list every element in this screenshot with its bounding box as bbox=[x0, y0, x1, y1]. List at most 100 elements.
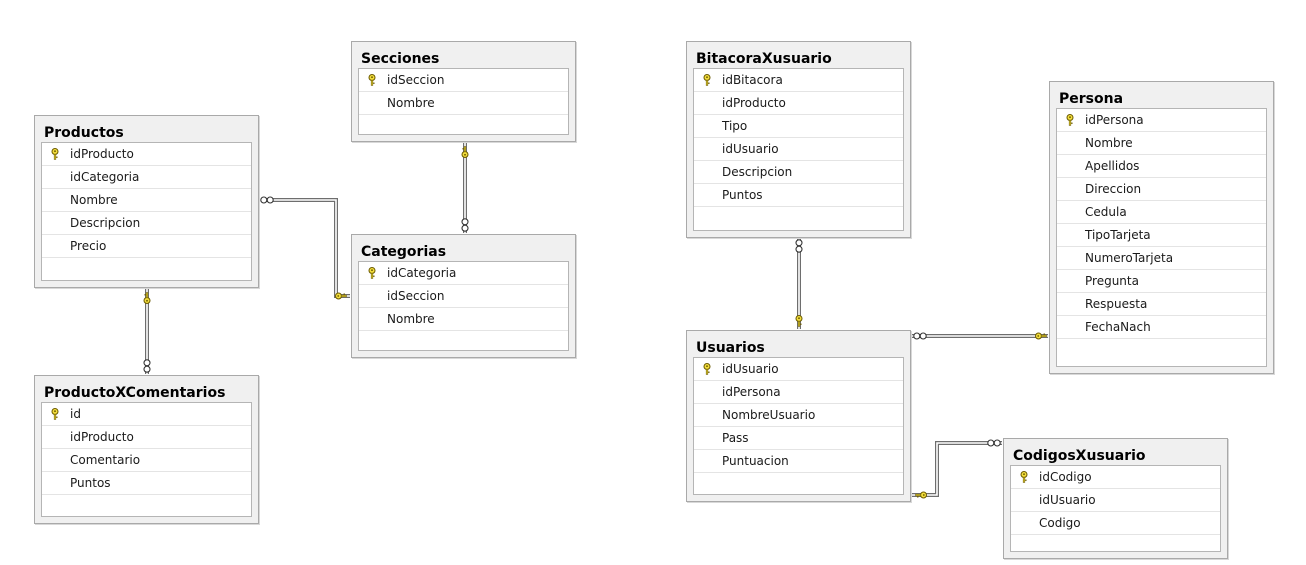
column-name: Pass bbox=[722, 431, 749, 445]
column-name: Codigo bbox=[1039, 516, 1081, 530]
column-name: idSeccion bbox=[387, 73, 445, 87]
column-list: idPersona Nombre Apellidos Direccion Ced… bbox=[1056, 108, 1267, 367]
column-row[interactable]: idSeccion bbox=[359, 285, 568, 308]
column-name: Puntuacion bbox=[722, 454, 789, 468]
column-name: Direccion bbox=[1085, 182, 1142, 196]
table-codigosxusuario[interactable]: CodigosXusuario idCodigo idUsuario Codig… bbox=[1003, 438, 1228, 559]
key-icon bbox=[915, 491, 927, 499]
column-list: idUsuario idPersona NombreUsuario Pass P… bbox=[693, 357, 904, 495]
column-name: idProducto bbox=[722, 96, 786, 110]
column-row[interactable]: idProducto bbox=[42, 143, 251, 166]
column-list: idCategoria idSeccion Nombre bbox=[358, 261, 569, 351]
infinity-icon bbox=[461, 218, 469, 232]
column-name: Puntos bbox=[70, 476, 111, 490]
column-row[interactable]: id bbox=[42, 403, 251, 426]
infinity-icon bbox=[795, 239, 803, 253]
column-row[interactable]: idCategoria bbox=[42, 166, 251, 189]
column-name: id bbox=[70, 407, 81, 421]
column-name: idPersona bbox=[1085, 113, 1144, 127]
column-row[interactable]: Cedula bbox=[1057, 201, 1266, 224]
column-row[interactable]: Nombre bbox=[1057, 132, 1266, 155]
column-row[interactable]: Descripcion bbox=[42, 212, 251, 235]
column-row[interactable]: idBitacora bbox=[694, 69, 903, 92]
column-row[interactable]: idSeccion bbox=[359, 69, 568, 92]
column-row[interactable]: Nombre bbox=[359, 92, 568, 115]
column-name: idUsuario bbox=[722, 362, 779, 376]
column-row[interactable]: NombreUsuario bbox=[694, 404, 903, 427]
table-usuarios[interactable]: Usuarios idUsuario idPersona NombreUsuar… bbox=[686, 330, 911, 502]
column-name: Respuesta bbox=[1085, 297, 1148, 311]
column-row[interactable]: TipoTarjeta bbox=[1057, 224, 1266, 247]
column-row[interactable]: idCodigo bbox=[1011, 466, 1220, 489]
infinity-icon bbox=[143, 359, 151, 373]
column-list: id idProducto Comentario Puntos bbox=[41, 402, 252, 517]
column-row[interactable]: idUsuario bbox=[694, 138, 903, 161]
column-name: idProducto bbox=[70, 430, 134, 444]
table-title: Productos bbox=[44, 125, 124, 141]
column-row[interactable]: Apellidos bbox=[1057, 155, 1266, 178]
column-name: idBitacora bbox=[722, 73, 783, 87]
column-name: Nombre bbox=[387, 96, 435, 110]
column-name: TipoTarjeta bbox=[1085, 228, 1151, 242]
column-row[interactable]: Direccion bbox=[1057, 178, 1266, 201]
column-row[interactable]: Tipo bbox=[694, 115, 903, 138]
column-row[interactable]: idUsuario bbox=[694, 358, 903, 381]
column-name: idCodigo bbox=[1039, 470, 1092, 484]
column-row[interactable]: Precio bbox=[42, 235, 251, 258]
table-persona[interactable]: Persona idPersona Nombre Apellidos Direc… bbox=[1049, 81, 1274, 374]
column-row[interactable]: NumeroTarjeta bbox=[1057, 247, 1266, 270]
key-icon bbox=[1035, 332, 1047, 340]
table-productos[interactable]: Productos idProducto idCategoria Nombre … bbox=[34, 115, 259, 288]
column-row[interactable]: Comentario bbox=[42, 449, 251, 472]
column-row[interactable]: Puntos bbox=[694, 184, 903, 207]
column-row[interactable]: Nombre bbox=[42, 189, 251, 212]
column-name: Nombre bbox=[70, 193, 118, 207]
relation-usuarios-codigosxusuario[interactable] bbox=[912, 441, 1002, 497]
column-row[interactable]: idProducto bbox=[42, 426, 251, 449]
column-name: idCategoria bbox=[387, 266, 457, 280]
column-row[interactable]: Puntos bbox=[42, 472, 251, 495]
column-row[interactable]: idCategoria bbox=[359, 262, 568, 285]
key-icon bbox=[703, 363, 711, 375]
table-title: ProductoXComentarios bbox=[44, 385, 226, 401]
column-row[interactable]: FechaNach bbox=[1057, 316, 1266, 339]
column-name: Apellidos bbox=[1085, 159, 1140, 173]
column-row[interactable]: Codigo bbox=[1011, 512, 1220, 535]
table-title: Usuarios bbox=[696, 340, 765, 356]
column-list: idSeccion Nombre bbox=[358, 68, 569, 135]
key-icon bbox=[795, 315, 803, 327]
column-row[interactable]: idPersona bbox=[694, 381, 903, 404]
column-name: Descripcion bbox=[722, 165, 793, 179]
column-row[interactable]: Pregunta bbox=[1057, 270, 1266, 293]
relation-productos-categorias[interactable] bbox=[266, 198, 350, 298]
table-secciones[interactable]: Secciones idSeccion Nombre bbox=[351, 41, 576, 142]
infinity-icon bbox=[987, 439, 1001, 447]
column-row[interactable]: idUsuario bbox=[1011, 489, 1220, 512]
table-title: CodigosXusuario bbox=[1013, 448, 1146, 464]
column-name: Puntos bbox=[722, 188, 763, 202]
column-name: Cedula bbox=[1085, 205, 1127, 219]
column-row[interactable]: Descripcion bbox=[694, 161, 903, 184]
column-name: idProducto bbox=[70, 147, 134, 161]
key-icon bbox=[368, 267, 376, 279]
key-icon bbox=[368, 74, 376, 86]
column-row[interactable]: idProducto bbox=[694, 92, 903, 115]
column-row[interactable]: Pass bbox=[694, 427, 903, 450]
column-row[interactable]: Respuesta bbox=[1057, 293, 1266, 316]
table-categorias[interactable]: Categorias idCategoria idSeccion Nombre bbox=[351, 234, 576, 358]
column-row[interactable]: Puntuacion bbox=[694, 450, 903, 473]
table-title: Categorias bbox=[361, 244, 447, 260]
column-name: idUsuario bbox=[1039, 493, 1096, 507]
table-title: Secciones bbox=[361, 51, 440, 67]
column-name: idPersona bbox=[722, 385, 781, 399]
column-name: Comentario bbox=[70, 453, 141, 467]
table-productoxcomentarios[interactable]: ProductoXComentarios id idProducto Comen… bbox=[34, 375, 259, 524]
column-name: Precio bbox=[70, 239, 107, 253]
column-name: idUsuario bbox=[722, 142, 779, 156]
column-row[interactable]: Nombre bbox=[359, 308, 568, 331]
table-bitacoraxusuario[interactable]: BitacoraXusuario idBitacora idProducto T… bbox=[686, 41, 911, 238]
column-name: Nombre bbox=[387, 312, 435, 326]
column-row[interactable]: idPersona bbox=[1057, 109, 1266, 132]
column-name: Descripcion bbox=[70, 216, 141, 230]
